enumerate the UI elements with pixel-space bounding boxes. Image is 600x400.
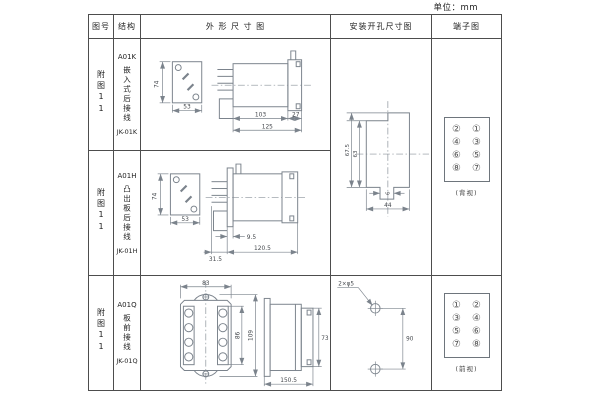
dim-front-height: 74	[154, 80, 160, 88]
side-view: 103 27 125	[211, 49, 311, 133]
header-row: 图号 结构 外 形 尺 寸 图 安装开孔尺寸图 端子图	[88, 14, 502, 39]
terminal-number: ④	[472, 313, 481, 324]
terminal-box-front: ① ② ③ ④ ⑤ ⑥ ⑦ ⑧	[443, 293, 490, 358]
front-view: 74 53	[152, 173, 200, 226]
dim-width: 83	[202, 280, 210, 286]
terminal-number: ①	[472, 124, 481, 135]
cell-outline-a01q: 83 86 109	[140, 275, 331, 391]
cell-terminal-rear: ② ① ④ ③ ⑥ ⑤ ⑧ ⑦ (背视)	[431, 38, 502, 276]
type-code-a01h: JK-01H	[116, 246, 138, 255]
cell-figure-no-a01h: 附图11	[88, 150, 114, 276]
side-view: 73 150.5	[263, 297, 329, 387]
col-header-figure-no: 图号	[88, 14, 114, 39]
terminal-number: ⑥	[472, 326, 481, 337]
terminal-caption-front: (前视)	[455, 365, 478, 373]
terminal-number: ⑥	[452, 150, 461, 161]
cell-structure-a01q: A01Q 板前接线 JK-01Q	[113, 275, 141, 391]
cell-mounting-flush: 67.5 63 6 44	[330, 38, 432, 276]
spec-table: 图号 结构 外 形 尺 寸 图 安装开孔尺寸图 端子图 附图11 A01K 嵌入…	[88, 14, 502, 391]
figure-no-a01q: 附图11	[96, 308, 106, 354]
col-header-mounting: 安装开孔尺寸图	[330, 14, 432, 39]
terminal-number: ⑤	[472, 150, 481, 161]
terminal-number: ⑧	[472, 339, 481, 350]
dim-depth: 150.5	[280, 378, 297, 384]
structure-label-a01k: 嵌入式后接线	[122, 66, 132, 123]
cell-structure-a01h: A01H 凸出板后接线 JK-01H	[113, 150, 141, 276]
cell-structure-a01k: A01K 嵌入式后接线 JK-01K	[113, 38, 141, 151]
dim-side-height: 73	[321, 335, 329, 341]
front-view: 74 53	[154, 60, 202, 113]
dim-front-part: 31.5	[208, 257, 221, 263]
dim-rear-part: 120.5	[254, 246, 271, 252]
hole-note: 2×φ5	[338, 282, 354, 288]
dim-inner-height: 63	[353, 150, 359, 157]
side-view: 9.5 31.5 120.5	[203, 163, 307, 263]
terminal-number: ⑦	[472, 163, 481, 174]
outline-drawing-a01h: 74 53	[152, 163, 307, 263]
model-label-a01q: A01Q	[117, 301, 137, 309]
terminal-number: ③	[452, 313, 461, 324]
type-code-a01q: JK-01Q	[116, 357, 138, 365]
terminal-number: ②	[472, 300, 481, 311]
dim-cutout-width: 44	[384, 203, 392, 209]
cell-mounting-panel: 2×φ5 90	[330, 275, 432, 391]
dim-flange: 9.5	[246, 235, 256, 241]
cell-outline-a01k: 74 53	[140, 38, 331, 151]
model-label-a01h: A01H	[117, 171, 137, 180]
figure-no-a01k: 附图11	[96, 69, 106, 116]
dim-terminal-strip-height: 86	[235, 331, 241, 339]
terminal-diagram-front: ① ② ③ ④ ⑤ ⑥ ⑦ ⑧ (前视)	[432, 293, 501, 373]
structure-label-a01q: 板前接线	[122, 314, 132, 352]
row-a01k: 附图11 A01K 嵌入式后接线 JK-01K	[88, 38, 502, 276]
dim-front-height: 74	[152, 192, 158, 200]
cell-terminal-front: ① ② ③ ④ ⑤ ⑥ ⑦ ⑧ (前视)	[431, 275, 502, 391]
terminal-number: ⑤	[452, 326, 461, 337]
terminal-number: ③	[472, 137, 481, 148]
terminal-number: ⑦	[452, 339, 461, 350]
terminal-number: ②	[452, 124, 461, 135]
dim-front-width: 53	[183, 104, 191, 110]
terminal-number: ①	[452, 300, 461, 311]
structure-label-a01h: 凸出板后接线	[122, 184, 132, 242]
mounting-drawing-flush: 67.5 63 6 44	[345, 101, 430, 217]
col-header-terminal: 端子图	[431, 14, 502, 39]
outline-drawing-a01q: 83 86 109	[179, 280, 329, 387]
cell-outline-a01h: 74 53	[140, 150, 331, 276]
dim-front-width: 53	[181, 217, 189, 223]
dim-outer-height: 67.5	[345, 144, 351, 157]
row-a01h: 附图11 A01H 凸出板后接线 JK-01H	[88, 150, 502, 276]
terminal-box-rear: ② ① ④ ③ ⑥ ⑤ ⑧ ⑦	[443, 117, 490, 182]
dim-total-depth: 125	[261, 124, 272, 130]
dim-slot-width: 6	[385, 191, 391, 195]
dim-body-depth: 103	[254, 112, 265, 118]
dim-hole-spacing: 90	[406, 337, 414, 343]
outline-drawing-a01k: 74 53	[154, 49, 311, 133]
col-header-outline: 外 形 尺 寸 图	[140, 14, 331, 39]
col-header-structure: 结构	[113, 14, 141, 39]
terminal-caption-rear: (背视)	[455, 189, 478, 197]
cell-figure-no-a01q: 附图11	[88, 275, 114, 391]
terminal-diagram-rear: ② ① ④ ③ ⑥ ⑤ ⑧ ⑦ (背视)	[432, 117, 501, 197]
model-label-a01k: A01K	[117, 53, 137, 61]
type-code-a01k: JK-01K	[116, 128, 138, 136]
terminal-number: ④	[452, 137, 461, 148]
dim-rear-depth: 27	[291, 112, 299, 118]
dim-height: 109	[248, 329, 254, 340]
figure-no-a01h: 附图11	[96, 188, 106, 234]
mounting-drawing-panel: 2×φ5 90	[337, 282, 414, 377]
row-a01q: 附图11 A01Q 板前接线 JK-01Q	[88, 275, 502, 391]
terminal-number: ⑧	[452, 163, 461, 174]
front-view: 83 86 109	[179, 280, 258, 386]
unit-label: 单位：mm	[433, 3, 478, 13]
cell-figure-no-a01k: 附图11	[88, 38, 114, 151]
